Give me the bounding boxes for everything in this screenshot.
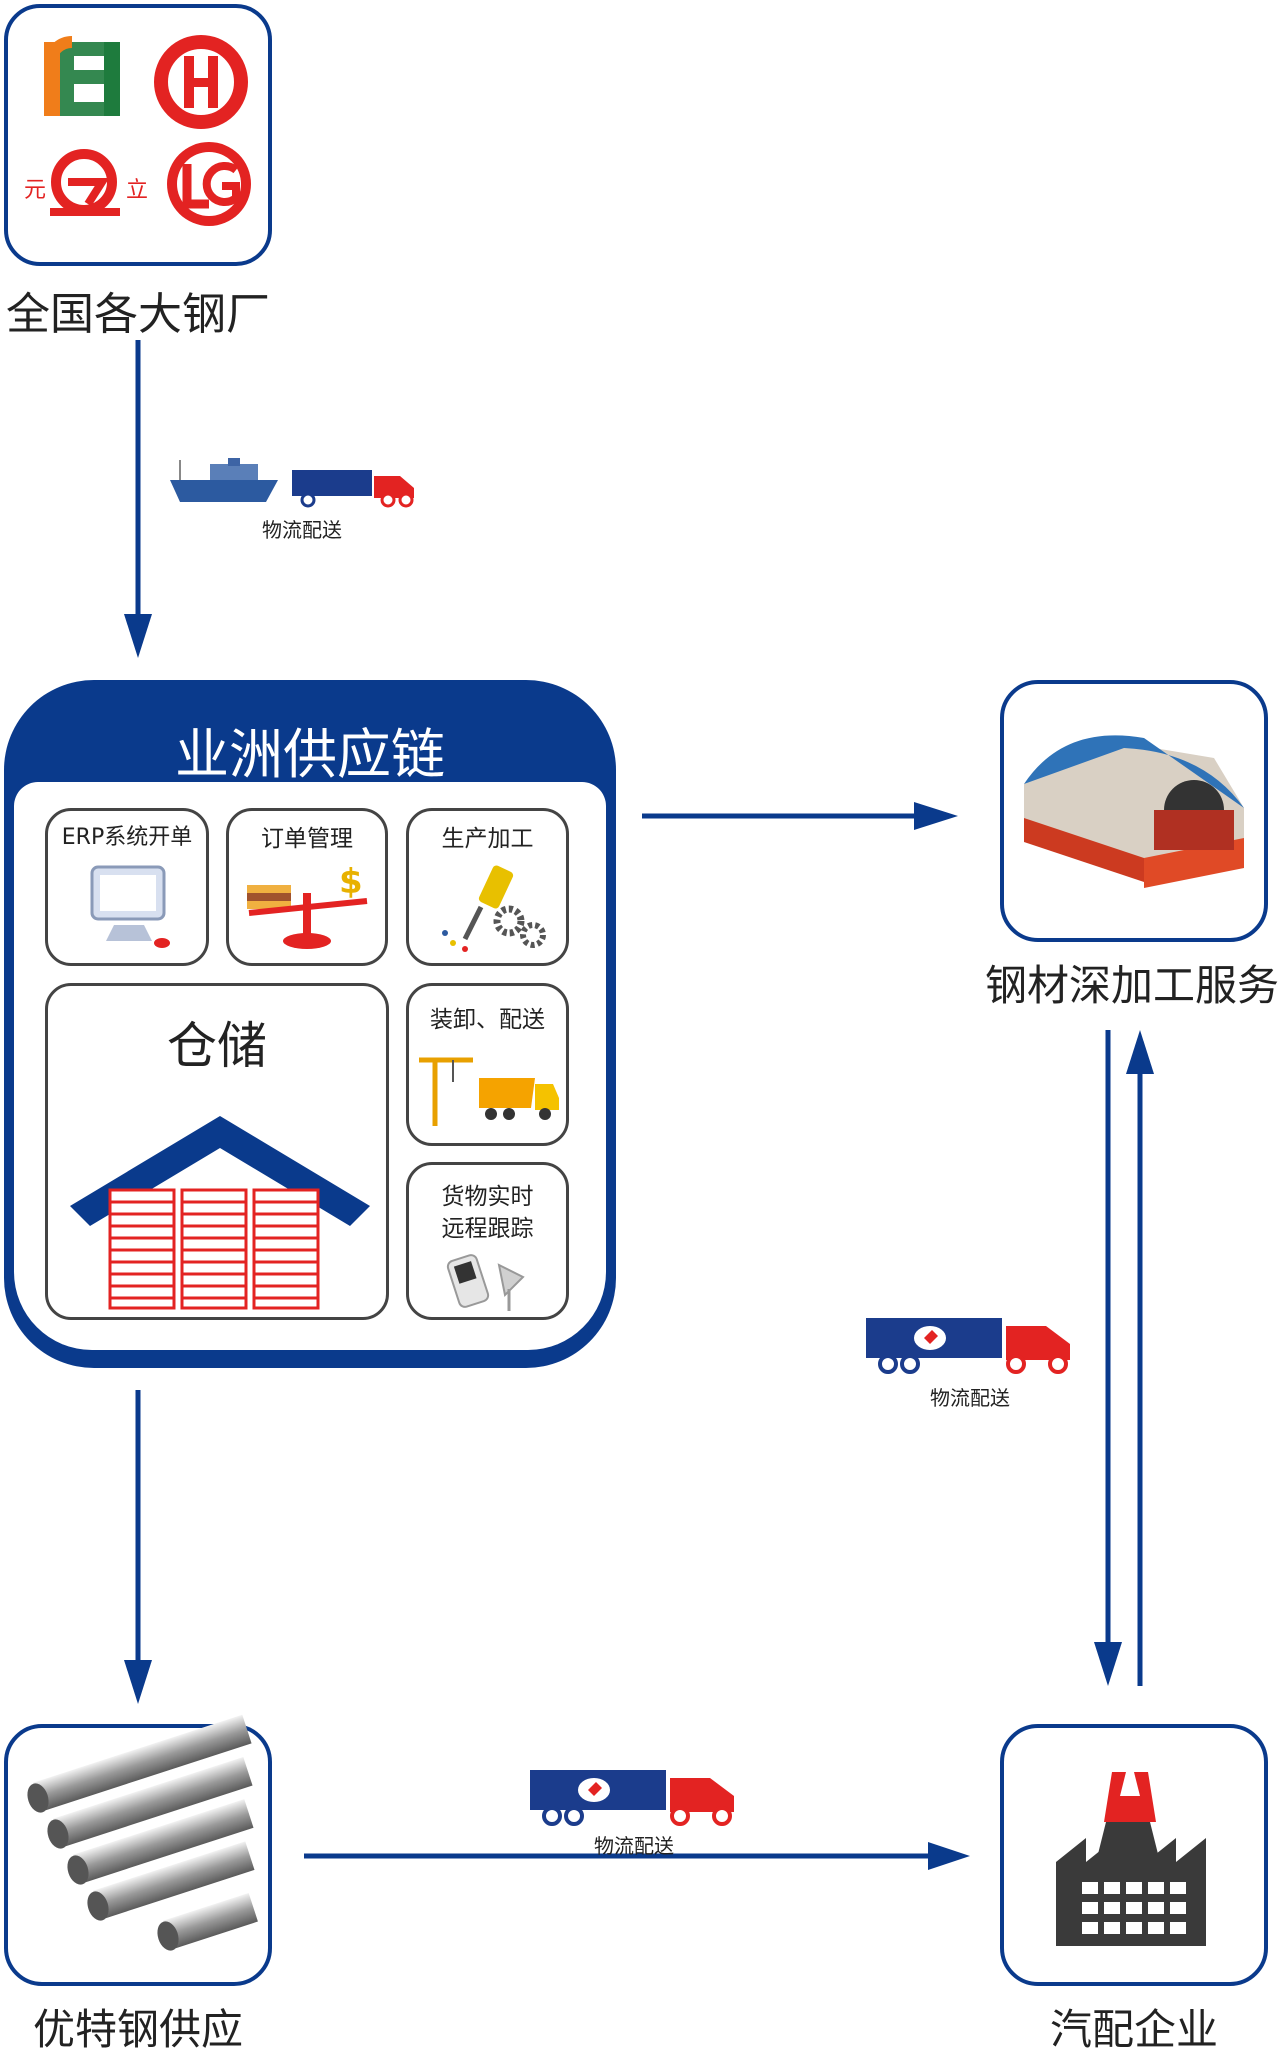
truck-icon-2	[866, 1318, 1070, 1374]
module-warehouse-label: 仓储	[167, 1017, 267, 1075]
arrow-mills-to-supply	[124, 340, 152, 658]
deep-processing-caption: 钢材深加工服务	[984, 961, 1279, 1010]
mill-logo-3-left-text: 元	[24, 178, 47, 203]
module-loading: 装卸、配送	[406, 983, 569, 1146]
mill-logo-3-right-text: 立	[126, 178, 149, 203]
gps-device-icon	[446, 1254, 525, 1311]
auto-parts-box	[1000, 1724, 1268, 1986]
special-steel-box	[4, 1714, 272, 1986]
mill-logo-3-icon	[50, 149, 120, 216]
module-loading-label: 装卸、配送	[430, 1007, 545, 1033]
module-production-label: 生产加工	[441, 826, 534, 852]
ship-icon	[170, 458, 278, 502]
steel-mill-logos	[44, 35, 251, 226]
special-steel-caption: 优特钢供应	[32, 2005, 243, 2054]
module-tracking-label-2: 远程跟踪	[441, 1216, 534, 1242]
module-erp: ERP系统开单	[45, 808, 209, 966]
supply-chain-title: 业洲供应链	[175, 723, 445, 786]
module-erp-label: ERP系统开单	[61, 825, 193, 850]
auto-parts-caption: 汽配企业	[1049, 2005, 1218, 2054]
arrow-special-steel-to-autoparts	[304, 1842, 970, 1870]
deep-processing-box	[1000, 680, 1268, 942]
module-tracking: 货物实时 远程跟踪	[406, 1162, 569, 1320]
logistics-label-3: 物流配送	[594, 1834, 674, 1858]
arrow-processing-to-autoparts	[1094, 1030, 1122, 1686]
computer-icon	[90, 865, 170, 948]
module-warehouse: 仓储	[45, 983, 389, 1320]
module-order-label: 订单管理	[261, 826, 353, 852]
arrow-autoparts-to-processing	[1126, 1030, 1154, 1686]
drill-gears-icon	[442, 865, 546, 952]
logistics-label-1: 物流配送	[262, 518, 342, 542]
warehouse-roof-shelves-icon	[70, 1116, 370, 1310]
crane-dumptruck-icon	[419, 1057, 559, 1126]
scale-money-icon: $	[247, 862, 368, 949]
module-tracking-label-1: 货物实时	[441, 1184, 534, 1210]
steel-pipes-icon	[27, 1714, 258, 1951]
factory-building-icon	[1024, 735, 1244, 888]
svg-text:$: $	[339, 862, 363, 902]
truck-icon-3	[530, 1770, 734, 1826]
mill-logo-2-icon	[154, 35, 248, 129]
steel-mills-box: 元 立	[4, 4, 272, 266]
arrow-supply-to-processing	[642, 802, 958, 830]
arrow-supply-to-special-steel	[124, 1390, 152, 1704]
mill-logo-1-icon	[44, 35, 120, 116]
module-order: 订单管理 $	[226, 808, 388, 966]
truck-icon-1	[292, 470, 414, 508]
mill-logo-4-icon	[167, 142, 251, 226]
logistics-label-2: 物流配送	[930, 1386, 1010, 1410]
factory-chimney-icon	[1056, 1772, 1206, 1946]
module-production: 生产加工	[406, 808, 569, 966]
steel-mills-caption: 全国各大钢厂	[6, 289, 270, 340]
